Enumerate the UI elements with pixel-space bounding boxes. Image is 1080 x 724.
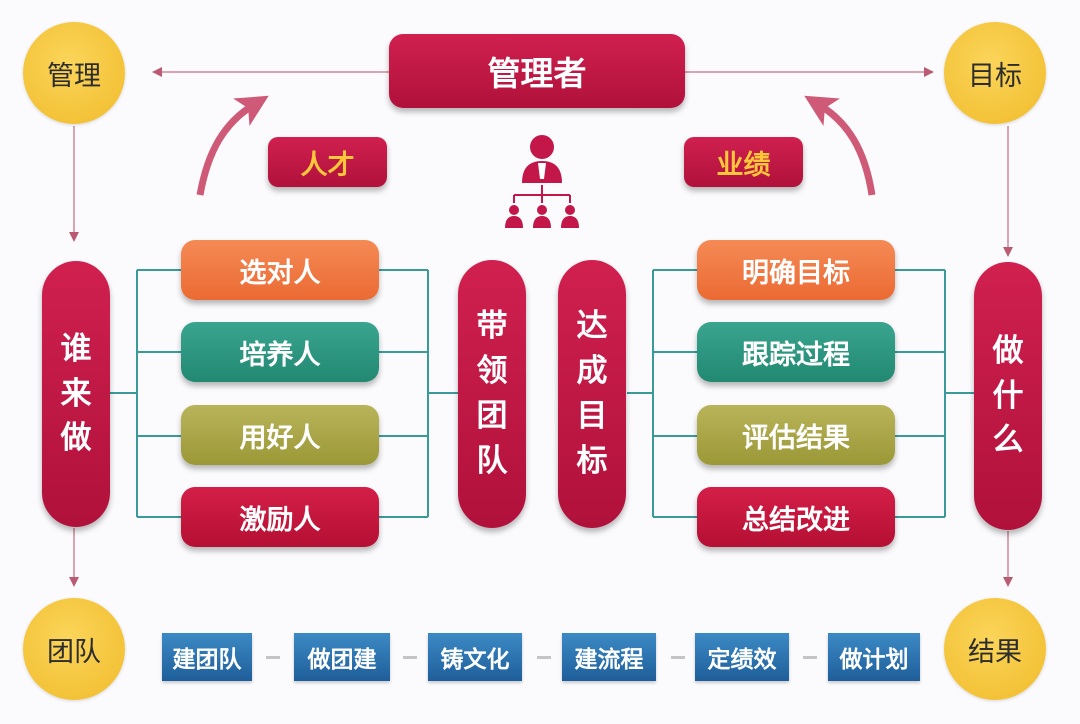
item-select-people: 选对人 xyxy=(181,240,379,300)
who-does-column: 谁 来 做 xyxy=(42,261,110,527)
who-does-char: 做 xyxy=(60,420,92,457)
step-make-plan: 做计划 xyxy=(828,633,920,681)
org-chart-person-icon xyxy=(505,135,579,228)
what-to-do-char: 么 xyxy=(992,422,1024,459)
lead-team-column: 带 领 团 队 xyxy=(458,260,526,528)
lead-team-char: 领 xyxy=(476,353,508,390)
step-separator xyxy=(403,656,417,659)
lead-team-char: 队 xyxy=(476,442,508,479)
step-separator xyxy=(266,656,280,659)
what-to-do-column: 做 什 么 xyxy=(974,262,1042,530)
item-develop-people: 培养人 xyxy=(181,322,379,382)
item-motivate-people: 激励人 xyxy=(181,487,379,547)
lead-team-char: 带 xyxy=(476,308,508,345)
tag-performance: 业绩 xyxy=(684,137,803,187)
tag-talent: 人才 xyxy=(268,137,387,187)
step-separator xyxy=(803,656,817,659)
step-build-team: 建团队 xyxy=(162,633,252,681)
circle-team: 团队 xyxy=(23,598,125,700)
step-separator xyxy=(671,656,685,659)
step-separator xyxy=(537,656,551,659)
reach-goal-char: 目 xyxy=(576,398,608,434)
what-to-do-char: 什 xyxy=(992,377,1024,414)
lead-team-char: 团 xyxy=(476,398,508,434)
item-clarify-goals: 明确目标 xyxy=(697,240,895,300)
who-does-char: 谁 xyxy=(60,330,92,367)
reach-goal-column: 达 成 目 标 xyxy=(558,260,626,528)
who-does-char: 来 xyxy=(60,375,92,412)
circle-management: 管理 xyxy=(23,22,125,124)
reach-goal-char: 标 xyxy=(576,442,608,479)
item-use-people: 用好人 xyxy=(181,405,379,465)
what-to-do-char: 做 xyxy=(992,332,1024,369)
reach-goal-char: 成 xyxy=(576,353,608,390)
manager-title-box: 管理者 xyxy=(389,34,685,108)
item-track-process: 跟踪过程 xyxy=(697,322,895,382)
reach-goal-char: 达 xyxy=(576,308,608,345)
circle-goal: 目标 xyxy=(944,22,1046,124)
circle-result: 结果 xyxy=(944,598,1046,700)
step-build-process: 建流程 xyxy=(562,633,656,681)
step-team-building: 做团建 xyxy=(294,633,390,681)
item-evaluate-results: 评估结果 xyxy=(697,405,895,465)
step-set-performance: 定绩效 xyxy=(695,633,789,681)
item-summarize-improve: 总结改进 xyxy=(697,487,895,547)
step-forge-culture: 铸文化 xyxy=(428,633,522,681)
